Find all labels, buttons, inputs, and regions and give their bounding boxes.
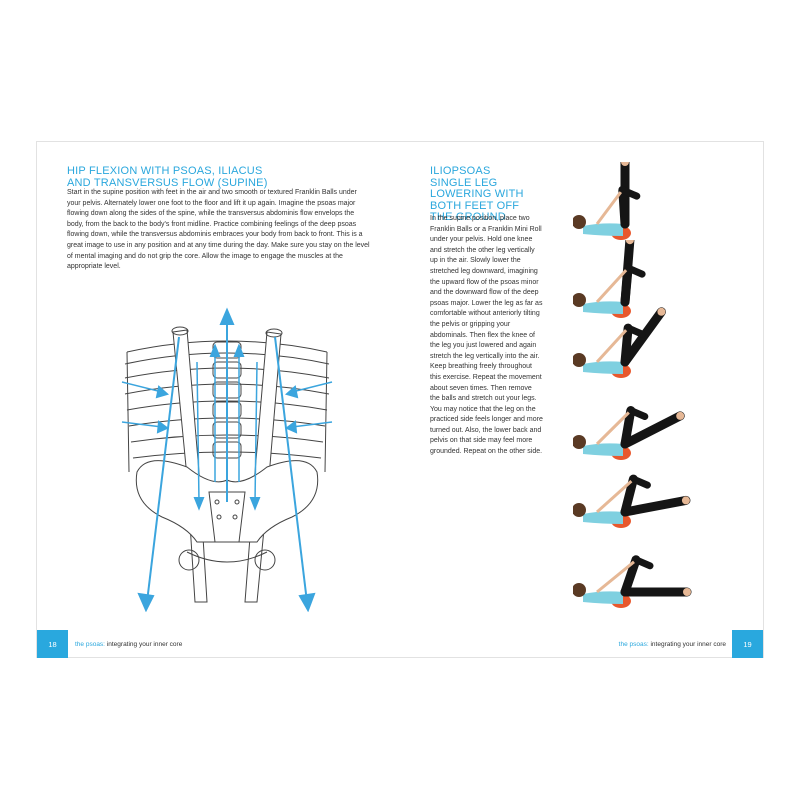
pelvis-spine-illustration xyxy=(121,307,333,612)
head xyxy=(573,293,586,307)
exercise-photo xyxy=(573,307,666,378)
head xyxy=(573,583,586,597)
right-running-head-rest: integrating your inner core xyxy=(648,640,726,648)
right-footer: the psoas: integrating your inner core 1… xyxy=(619,630,763,658)
head xyxy=(573,503,586,517)
exercise-photo xyxy=(573,474,691,528)
right-page-number: 19 xyxy=(732,630,763,658)
head xyxy=(573,435,586,449)
left-page-number: 18 xyxy=(37,630,68,658)
left-running-head-rest: integrating your inner core xyxy=(105,640,183,648)
left-running-head: the psoas: integrating your inner core xyxy=(75,641,182,648)
right-running-head: the psoas: integrating your inner core xyxy=(619,641,726,648)
exercise-photo xyxy=(573,406,685,460)
right-heading: ILIOPSOAS SINGLE LEG LOWERING WITH BOTH … xyxy=(430,165,524,223)
exercise-photo xyxy=(573,240,646,318)
head xyxy=(573,215,586,229)
head xyxy=(573,353,586,367)
left-body: Start in the supine position with feet i… xyxy=(67,189,370,271)
exercise-photo xyxy=(573,555,692,608)
book-spread: HIP FLEXION WITH PSOAS, ILIACUS AND TRAN… xyxy=(36,141,764,658)
right-running-head-accent: the psoas: xyxy=(618,640,649,648)
left-running-head-accent: the psoas: xyxy=(75,640,105,648)
left-footer: 18 the psoas: integrating your inner cor… xyxy=(37,630,182,658)
right-body: In the supine position, place two Frankl… xyxy=(430,215,543,456)
left-heading: HIP FLEXION WITH PSOAS, ILIACUS AND TRAN… xyxy=(67,165,268,189)
exercise-photo xyxy=(573,162,641,240)
